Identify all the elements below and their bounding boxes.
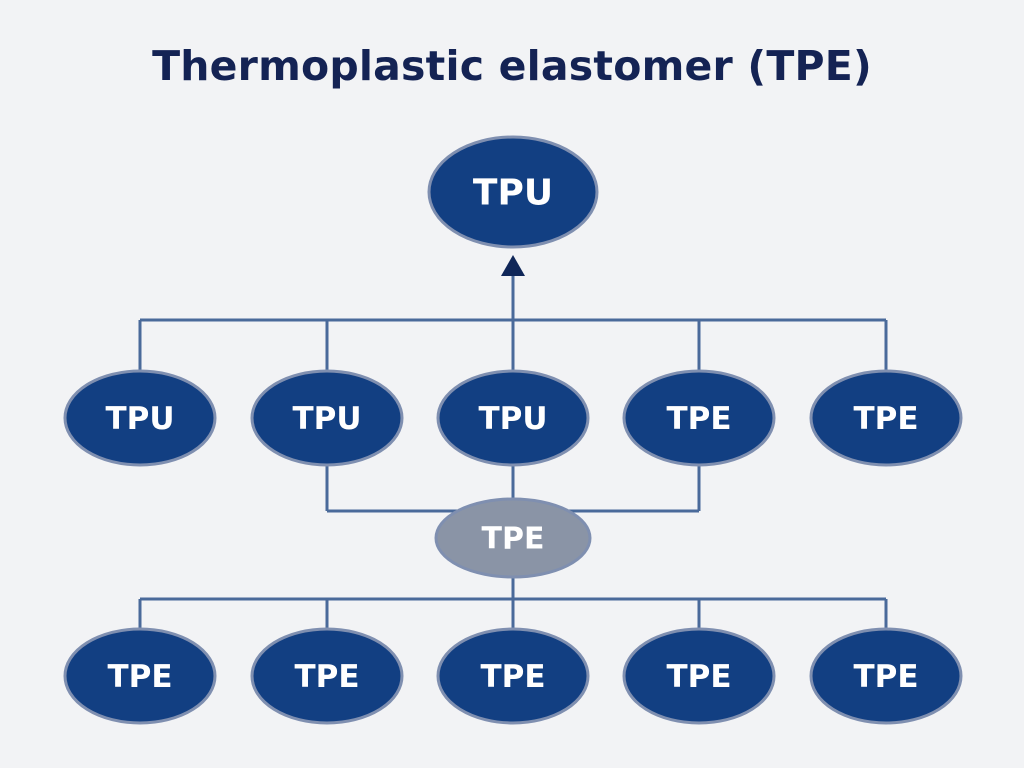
root-node-shape [427,135,599,249]
bottom-node-3-label: TPE [480,659,545,695]
root-node: TPU [427,135,599,249]
middle-node-1-label: TPU [105,401,174,437]
bottom-node-5-shape [809,627,963,725]
middle-node-2-shape [250,369,404,467]
bottom-node-2-shape [250,627,404,725]
middle-node-1: TPU [63,369,217,467]
middle-node-5-label: TPE [853,401,918,437]
diagram-nodes: TPU TPU TPU TPU TPE TPE TPE TPE TPE TPE TPE TPE [63,135,963,725]
middle-node-5: TPE [809,369,963,467]
middle-node-4: TPE [622,369,776,467]
hub-node-label: TPE [482,522,545,557]
diagram-title: Thermoplastic elastomer (TPE) [152,42,872,90]
up-arrow-icon [501,255,525,276]
middle-node-4-label: TPE [666,401,731,437]
hub-node-shape [434,497,592,579]
bottom-node-5-label: TPE [853,659,918,695]
middle-node-3: TPU [436,369,590,467]
middle-node-2-label: TPU [292,401,361,437]
bottom-node-4: TPE [622,627,776,725]
bottom-node-1-shape [63,627,217,725]
bottom-node-4-label: TPE [666,659,731,695]
middle-node-4-shape [622,369,776,467]
middle-node-3-shape [436,369,590,467]
middle-node-1-shape [63,369,217,467]
root-node-label: TPU [473,173,553,214]
middle-node-3-label: TPU [478,401,547,437]
bottom-node-4-shape [622,627,776,725]
bottom-node-1-label: TPE [107,659,172,695]
bottom-node-2: TPE [250,627,404,725]
bottom-node-2-label: TPE [294,659,359,695]
hub-node: TPE [434,497,592,579]
middle-node-5-shape [809,369,963,467]
bottom-node-5: TPE [809,627,963,725]
middle-node-2: TPU [250,369,404,467]
bottom-node-3-shape [436,627,590,725]
bottom-node-1: TPE [63,627,217,725]
bottom-node-3: TPE [436,627,590,725]
